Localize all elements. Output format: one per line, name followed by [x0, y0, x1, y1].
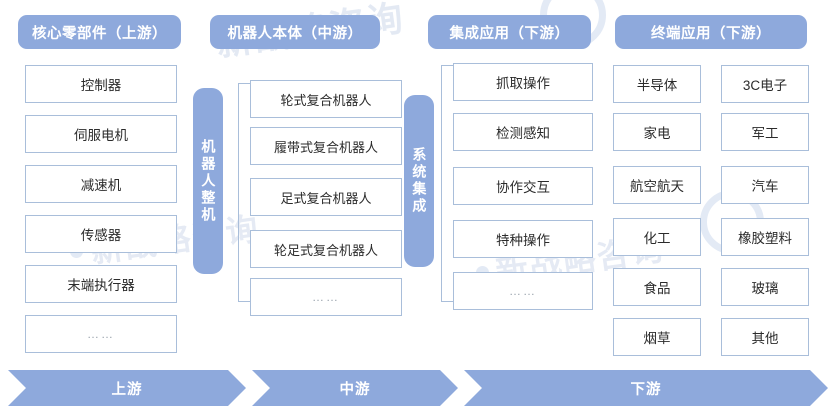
vertical-label-robot-whole-machine-text: 机器人整机	[200, 138, 217, 224]
box-integration-item-4[interactable]: 特种操作	[453, 220, 593, 258]
box-upstream-item-4[interactable]: 传感器	[25, 215, 177, 253]
box-terminal-right-item-6[interactable]: 其他	[721, 318, 809, 356]
box-terminal-left-item-5[interactable]: 食品	[613, 268, 701, 306]
header-midstream-robot-body: 机器人本体（中游）	[210, 15, 380, 49]
header-downstream-integration: 集成应用（下游）	[428, 15, 591, 49]
box-integration-item-5[interactable]: ……	[453, 272, 593, 310]
bracket-downstream-integration	[441, 65, 453, 302]
flow-arrow-upstream[interactable]	[8, 370, 246, 406]
box-terminal-left-item-4[interactable]: 化工	[613, 218, 701, 256]
flow-arrow-downstream[interactable]	[464, 370, 828, 406]
flow-arrow-midstream[interactable]	[252, 370, 458, 406]
box-terminal-left-item-1[interactable]: 半导体	[613, 65, 701, 103]
header-downstream-terminal: 终端应用（下游）	[615, 15, 807, 49]
box-terminal-right-item-2[interactable]: 军工	[721, 113, 809, 151]
box-upstream-item-1[interactable]: 控制器	[25, 65, 177, 103]
box-midstream-item-3[interactable]: 足式复合机器人	[250, 178, 402, 216]
flow-arrow-strip	[8, 370, 828, 406]
box-upstream-item-5[interactable]: 末端执行器	[25, 265, 177, 303]
box-midstream-item-2[interactable]: 履带式复合机器人	[250, 127, 402, 165]
flow-arrow-midstream-label: 中游	[339, 381, 371, 398]
box-integration-item-3[interactable]: 协作交互	[453, 167, 593, 205]
box-terminal-right-item-4[interactable]: 橡胶塑料	[721, 218, 809, 256]
flow-arrow-downstream-label: 下游	[630, 381, 662, 398]
bracket-midstream	[238, 83, 250, 302]
box-terminal-left-item-6[interactable]: 烟草	[613, 318, 701, 356]
box-terminal-right-item-1[interactable]: 3C电子	[721, 65, 809, 103]
vertical-label-robot-whole-machine: 机器人整机	[193, 88, 223, 274]
vertical-label-system-integration: 系统集成	[404, 95, 434, 267]
box-terminal-right-item-3[interactable]: 汽车	[721, 166, 809, 204]
box-terminal-left-item-3[interactable]: 航空航天	[613, 166, 701, 204]
box-upstream-item-6[interactable]: ……	[25, 315, 177, 353]
vertical-label-system-integration-text: 系统集成	[411, 147, 428, 215]
box-upstream-item-3[interactable]: 减速机	[25, 165, 177, 203]
box-midstream-item-5[interactable]: ……	[250, 278, 402, 316]
box-integration-item-1[interactable]: 抓取操作	[453, 63, 593, 101]
box-terminal-left-item-2[interactable]: 家电	[613, 113, 701, 151]
header-upstream-core-parts: 核心零部件（上游）	[18, 15, 181, 49]
box-midstream-item-4[interactable]: 轮足式复合机器人	[250, 230, 402, 268]
box-terminal-right-item-5[interactable]: 玻璃	[721, 268, 809, 306]
box-integration-item-2[interactable]: 检测感知	[453, 113, 593, 151]
flow-arrow-upstream-label: 上游	[111, 381, 143, 398]
box-midstream-item-1[interactable]: 轮式复合机器人	[250, 80, 402, 118]
box-upstream-item-2[interactable]: 伺服电机	[25, 115, 177, 153]
